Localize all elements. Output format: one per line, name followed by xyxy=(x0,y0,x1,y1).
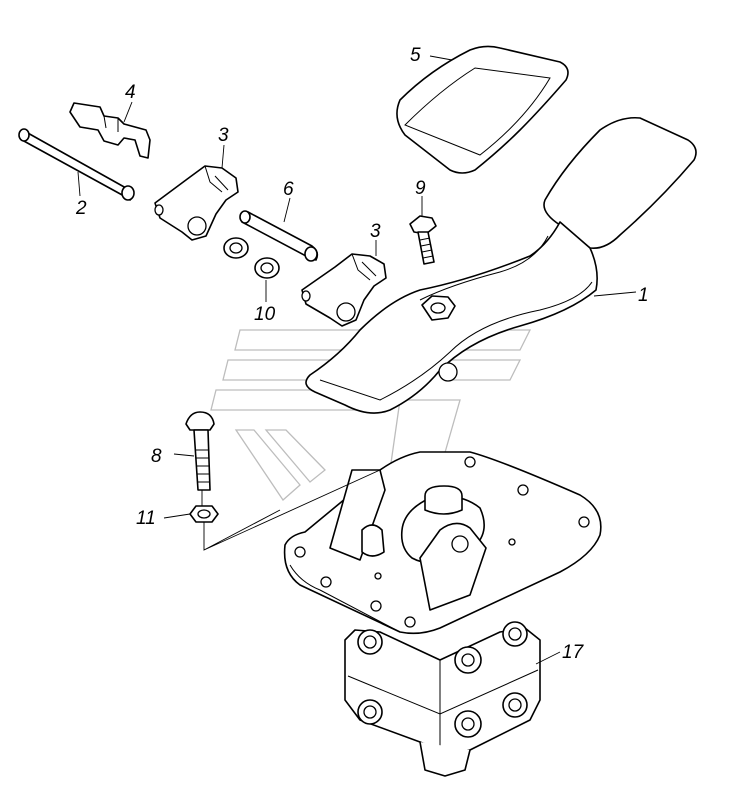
callout-3-upper: 3 xyxy=(218,125,229,146)
callout-6: 6 xyxy=(283,179,294,200)
leader-lines xyxy=(77,55,637,665)
callout-5: 5 xyxy=(410,45,421,66)
part-8-bolt xyxy=(185,411,215,491)
part-3-clevis-lower xyxy=(301,253,387,327)
callout-1: 1 xyxy=(638,285,649,306)
callout-4: 4 xyxy=(125,82,136,103)
part-11-nut xyxy=(189,505,219,523)
callout-3-lower: 3 xyxy=(370,221,381,242)
part-2-pin xyxy=(18,128,135,201)
callout-2: 2 xyxy=(75,198,87,219)
part-1-pedal xyxy=(305,116,697,414)
part-6-pin xyxy=(239,210,319,262)
part-4-bracket xyxy=(69,102,151,159)
part-3-clevis-upper xyxy=(154,165,239,241)
part-5-pad xyxy=(396,45,569,174)
part-9-bolt xyxy=(409,215,437,265)
callout-17: 17 xyxy=(562,642,585,663)
callout-labels: 1 2 3 3 4 5 6 8 9 10 11 17 xyxy=(75,45,649,663)
part-10-washers xyxy=(223,237,280,279)
callout-10: 10 xyxy=(254,304,276,325)
callout-9: 9 xyxy=(415,178,426,199)
part-17-valve xyxy=(283,451,602,777)
callout-8: 8 xyxy=(151,446,162,467)
callout-11: 11 xyxy=(136,508,156,529)
